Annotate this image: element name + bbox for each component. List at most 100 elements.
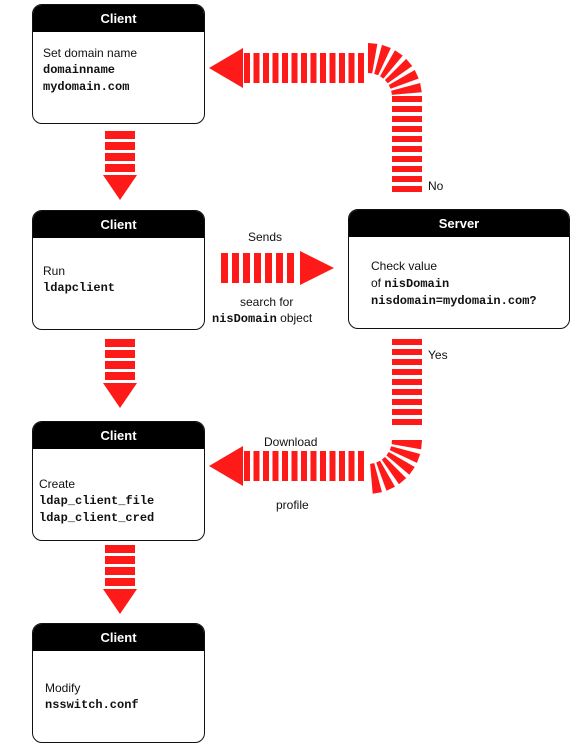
arrow-sends-stripe <box>243 253 250 283</box>
arrow-client2-to-client3-stripe <box>105 361 135 369</box>
arrow-yes-stripe <box>329 451 336 481</box>
command-text: ldapclient <box>43 281 116 295</box>
node-text: Check value <box>371 259 438 273</box>
arrow-no-stripe <box>310 53 317 83</box>
arrow-yes-stripe <box>392 419 422 425</box>
label-nisdomain-object: nisDomain object <box>212 311 312 326</box>
label-profile: profile <box>276 498 309 512</box>
node-text: Set domain name <box>43 46 138 60</box>
arrow-no-stripe <box>253 53 260 83</box>
arrow-sends-stripe <box>254 253 261 283</box>
arrow-no-stripe <box>392 146 422 152</box>
arrow-no-corner <box>374 44 391 76</box>
arrow-client3-to-client4-stripe <box>105 578 135 586</box>
client-node-run-ldapclient: Client Run ldapclient <box>32 210 205 330</box>
arrow-yes-head <box>209 446 243 486</box>
command-text: nsswitch.conf <box>45 698 139 712</box>
arrow-client3-to-client4-head <box>103 589 137 614</box>
arrow-no-stripe <box>263 53 269 83</box>
arrow-yes-stripe <box>244 451 250 481</box>
arrow-no-stripe <box>272 53 279 83</box>
arrow-client2-to-client3-head <box>103 383 137 408</box>
arrow-sends-stripe <box>276 253 283 283</box>
arrow-no-stripe <box>392 96 422 102</box>
arrow-client1-to-client2-stripe <box>105 153 135 161</box>
arrow-sends-stripe <box>221 253 228 283</box>
arrow-yes-stripe <box>392 409 422 415</box>
arrow-yes-stripe <box>348 451 355 481</box>
arrow-yes-stripe <box>392 339 422 345</box>
arrow-yes-stripe <box>392 389 422 395</box>
arrow-no-stripe <box>392 176 422 182</box>
arrow-yes-stripe <box>263 451 269 481</box>
arrow-yes-stripe <box>392 379 422 385</box>
node-title: Client <box>33 624 204 651</box>
arrow-yes-stripe <box>272 451 279 481</box>
arrow-no-stripe <box>392 116 422 122</box>
arrow-yes-stripe <box>392 369 422 375</box>
arrow-yes-corner <box>376 460 395 491</box>
arrow-no-stripe <box>301 53 307 83</box>
arrow-no-stripe <box>392 136 422 142</box>
node-text: Modify <box>45 681 81 695</box>
label-nisdomain: nisDomain <box>212 312 277 326</box>
arrow-yes-stripe <box>253 451 260 481</box>
arrow-no-corner <box>391 83 422 95</box>
client-node-create-files: Client Create ldap_client_file ldap_clie… <box>32 421 205 541</box>
arrow-no-corner <box>368 43 378 74</box>
label-no: No <box>428 179 444 193</box>
arrow-no-stripe <box>348 53 355 83</box>
arrow-sends-stripe <box>265 253 272 283</box>
arrow-no-stripe <box>339 53 345 83</box>
node-text: of <box>371 276 385 290</box>
arrow-yes-stripe <box>320 451 326 481</box>
arrow-client3-to-client4-stripe <box>105 545 135 553</box>
label-object: object <box>276 311 313 325</box>
arrow-no-stripe <box>392 186 422 192</box>
arrow-client2-to-client3-stripe <box>105 339 135 347</box>
arrow-yes-stripe <box>392 349 422 355</box>
client-node-set-domain: Client Set domain name domainname mydoma… <box>32 4 205 124</box>
arrow-sends-stripe <box>287 253 294 283</box>
arrow-client2-to-client3-stripe <box>105 350 135 358</box>
command-text: mydomain.com <box>43 80 130 94</box>
label-yes: Yes <box>428 348 448 362</box>
client-node-modify-nsswitch: Client Modify nsswitch.conf <box>32 623 205 743</box>
arrow-no-stripe <box>392 156 422 162</box>
arrow-client1-to-client2-stripe <box>105 131 135 139</box>
arrow-sends-head <box>300 251 334 285</box>
arrow-no-corner <box>388 70 419 89</box>
arrow-yes-stripe <box>339 451 345 481</box>
arrow-no-stripe <box>329 53 336 83</box>
arrow-client1-to-client2-stripe <box>105 164 135 172</box>
label-download: Download <box>264 435 318 449</box>
command-text: ldap_client_file <box>39 494 155 508</box>
arrow-client3-to-client4-stripe <box>105 567 135 575</box>
command-text: nisDomain <box>384 277 450 291</box>
arrow-no-stripe <box>291 53 298 83</box>
node-title: Client <box>33 422 204 449</box>
arrow-no-stripe <box>358 53 364 83</box>
arrow-no-head <box>209 48 243 88</box>
label-search-for: search for <box>240 295 294 309</box>
arrow-yes-corner <box>370 463 382 494</box>
arrow-yes-stripe <box>310 451 317 481</box>
arrow-yes-stripe <box>282 451 288 481</box>
arrow-no-corner <box>384 58 413 84</box>
arrow-client3-to-client4-stripe <box>105 556 135 564</box>
arrow-yes-stripe <box>301 451 307 481</box>
arrow-sends-stripe <box>232 253 239 283</box>
arrow-client1-to-client2-head <box>103 175 137 200</box>
arrow-yes-stripe <box>291 451 298 481</box>
arrow-no-stripe <box>282 53 288 83</box>
arrow-no-stripe <box>392 166 422 172</box>
arrow-no-stripe <box>392 126 422 132</box>
arrow-yes-stripe <box>392 399 422 405</box>
node-text: Create <box>39 477 76 491</box>
node-title: Server <box>349 210 569 237</box>
arrow-no-stripe <box>320 53 326 83</box>
arrow-yes-corner <box>386 452 415 475</box>
command-text: domainname <box>43 63 116 77</box>
command-text: nisdomain=mydomain.com? <box>371 294 537 308</box>
